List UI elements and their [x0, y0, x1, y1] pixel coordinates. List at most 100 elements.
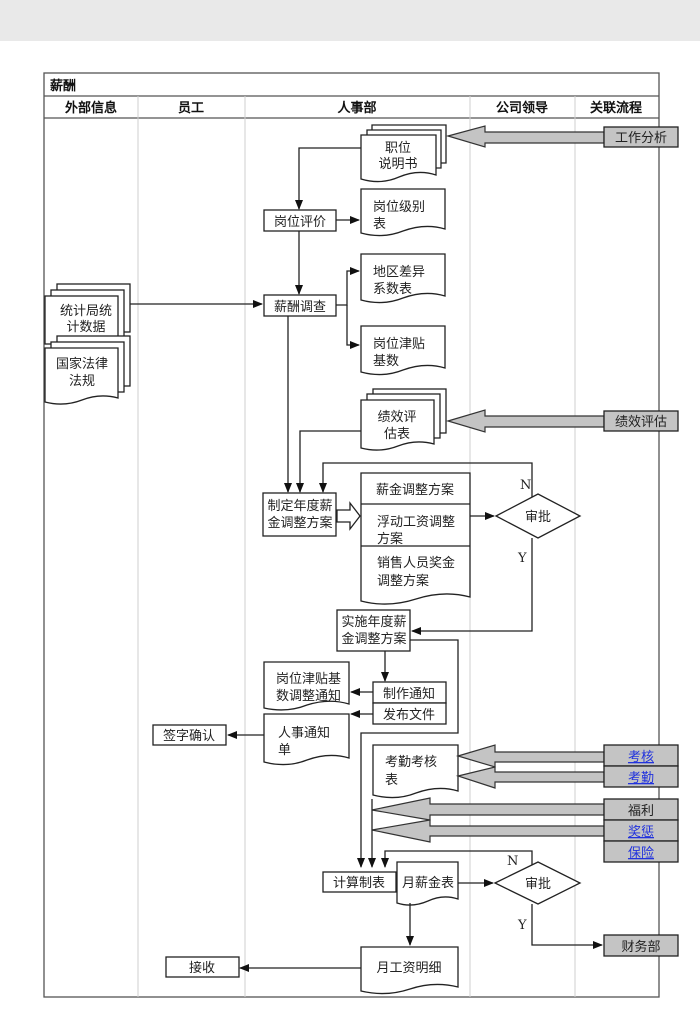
- related-performance-eval[interactable]: 绩效评估: [603, 410, 679, 432]
- svg-text:岗位津贴: 岗位津贴: [373, 337, 425, 352]
- input-arrow: [445, 409, 605, 433]
- svg-text:职位: 职位: [385, 141, 411, 156]
- related-job-analysis[interactable]: 工作分析: [603, 126, 679, 148]
- monthly-salary-detail-doc[interactable]: 月工资明细: [360, 946, 459, 995]
- publish-document-step[interactable]: 发布文件: [372, 702, 447, 725]
- svg-text:接收: 接收: [189, 960, 215, 976]
- attendance-form-doc[interactable]: 考勤考核 表: [372, 744, 459, 799]
- svg-text:财务部: 财务部: [621, 939, 660, 955]
- svg-text:签字确认: 签字确认: [163, 728, 215, 744]
- lane-header-hr: 人事部: [337, 100, 376, 116]
- salary-survey-step[interactable]: 薪酬调查: [263, 294, 337, 317]
- svg-text:岗位津贴基: 岗位津贴基: [276, 672, 341, 687]
- diagram-title: 薪酬: [50, 78, 76, 94]
- input-arrow: [455, 744, 605, 768]
- svg-text:统计局统: 统计局统: [60, 304, 112, 319]
- svg-text:法规: 法规: [69, 374, 95, 389]
- implement-plan-step[interactable]: 实施年度薪 金调整方案: [336, 609, 411, 652]
- national-law-doc[interactable]: 国家法律 法规: [44, 335, 131, 405]
- related-welfare[interactable]: 福利: [603, 798, 679, 821]
- top-bar: [0, 0, 700, 41]
- input-arrow: [445, 125, 605, 148]
- input-arrow: [371, 819, 605, 843]
- allowance-notice-doc[interactable]: 岗位津贴基 数调整通知: [263, 661, 350, 711]
- svg-text:薪酬调查: 薪酬调查: [274, 300, 326, 315]
- svg-text:绩效评估: 绩效评估: [615, 415, 667, 430]
- lane-header-employee: 员工: [178, 101, 204, 116]
- plan-float: 浮动工资调整: [377, 515, 455, 530]
- svg-text:保险[interactable]: 保险: [628, 846, 654, 861]
- job-evaluation-step[interactable]: 岗位评价: [263, 209, 337, 232]
- svg-text:说明书: 说明书: [378, 157, 417, 172]
- svg-text:方案: 方案: [377, 531, 403, 547]
- svg-text:金调整方案: 金调整方案: [341, 631, 406, 647]
- reject-label: N: [520, 478, 531, 493]
- lane-header-external: 外部信息: [64, 100, 117, 116]
- svg-text:估表: 估表: [384, 427, 410, 442]
- svg-text:人事通知: 人事通知: [278, 725, 330, 741]
- connector: [336, 267, 360, 306]
- svg-text:计算制表: 计算制表: [333, 876, 385, 891]
- svg-text:考勤考核: 考勤考核: [385, 755, 437, 770]
- sign-confirm-step[interactable]: 签字确认: [152, 724, 227, 746]
- performance-eval-doc[interactable]: 绩效评 估表: [360, 388, 447, 451]
- svg-text:系数表: 系数表: [373, 282, 412, 297]
- approve-label: Y: [517, 918, 527, 933]
- connector: [346, 305, 360, 349]
- approval-decision-1[interactable]: 审批: [494, 493, 582, 539]
- related-insurance[interactable]: 保险: [603, 840, 679, 863]
- approval-decision-2[interactable]: 审批: [493, 861, 582, 905]
- svg-text:数调整通知: 数调整通知: [276, 688, 341, 704]
- related-assessment[interactable]: 考核: [603, 744, 679, 767]
- receive-step[interactable]: 接收: [165, 956, 240, 978]
- input-arrow: [371, 797, 605, 821]
- svg-text:福利: 福利: [628, 804, 654, 819]
- plan-salary: 薪金调整方案: [376, 482, 454, 498]
- svg-text:实施年度薪: 实施年度薪: [341, 614, 406, 630]
- svg-text:考核[interactable]: 考核: [628, 750, 654, 765]
- make-annual-plan-step[interactable]: 制定年度薪 金调整方案: [262, 492, 337, 537]
- related-finance-dept[interactable]: 财务部: [603, 934, 679, 957]
- hr-notice-doc[interactable]: 人事通知 单: [263, 713, 350, 766]
- svg-text:审批: 审批: [525, 877, 551, 892]
- svg-text:月薪金表: 月薪金表: [402, 875, 454, 891]
- make-notice-step[interactable]: 制作通知: [372, 681, 447, 704]
- post-allowance-doc[interactable]: 岗位津贴 基数: [360, 325, 446, 376]
- svg-text:单: 单: [278, 743, 291, 758]
- reject-label: N: [507, 854, 518, 869]
- related-reward-punish[interactable]: 奖惩: [603, 819, 679, 842]
- monthly-salary-doc[interactable]: 月薪金表: [396, 861, 459, 906]
- svg-text:计数据: 计数据: [66, 320, 105, 335]
- svg-text:地区差异: 地区差异: [373, 265, 425, 280]
- related-attendance[interactable]: 考勤: [603, 765, 679, 788]
- diagram-frame: [43, 72, 660, 998]
- svg-text:奖惩[interactable]: 奖惩: [628, 825, 654, 840]
- connector: [295, 147, 361, 210]
- connector: [296, 430, 361, 493]
- svg-text:基数: 基数: [373, 354, 399, 369]
- region-diff-doc[interactable]: 地区差异 系数表: [360, 253, 446, 304]
- connector: [357, 639, 459, 868]
- svg-text:制作通知: 制作通知: [383, 686, 435, 702]
- svg-text:考勤[interactable]: 考勤: [628, 771, 654, 786]
- svg-text:绩效评: 绩效评: [377, 410, 416, 425]
- svg-text:制定年度薪: 制定年度薪: [267, 498, 332, 514]
- input-arrow: [455, 766, 605, 789]
- svg-text:岗位评价: 岗位评价: [274, 215, 326, 230]
- svg-text:审批: 审批: [525, 510, 551, 525]
- svg-text:工作分析: 工作分析: [615, 131, 667, 146]
- job-description-doc[interactable]: 职位 说明书: [360, 124, 447, 183]
- approve-label: Y: [517, 551, 527, 566]
- job-grade-doc[interactable]: 岗位级别 表: [360, 188, 446, 237]
- adjustment-plans-doc[interactable]: 薪金调整方案 浮动工资调整 方案 销售人员奖金 调整方案: [360, 472, 471, 605]
- svg-text:表: 表: [373, 217, 386, 232]
- reject-loop: [381, 850, 533, 868]
- plan-sales: 销售人员奖金: [377, 555, 455, 571]
- stats-bureau-doc[interactable]: 统计局统 计数据: [44, 283, 131, 345]
- svg-text:国家法律: 国家法律: [56, 356, 108, 372]
- svg-text:金调整方案: 金调整方案: [267, 515, 332, 531]
- connector: [531, 904, 603, 949]
- hollow-arrow: [336, 501, 361, 531]
- calculate-table-step[interactable]: 计算制表: [322, 871, 397, 893]
